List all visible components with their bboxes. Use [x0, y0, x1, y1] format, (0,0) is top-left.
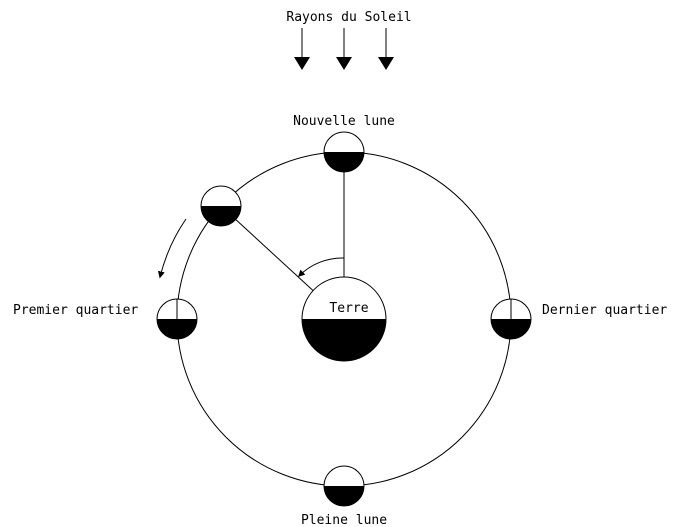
moon-full	[323, 465, 365, 507]
down-arrow-icon	[294, 28, 310, 70]
moon-last-quarter	[490, 298, 532, 340]
angle-arrow-icon	[298, 257, 345, 277]
sun-rays-label: Rayons du Soleil	[286, 10, 411, 25]
moon-first-quarter	[156, 298, 198, 340]
curved-arrow-icon	[157, 218, 187, 279]
down-arrow-icon	[336, 28, 352, 70]
full-moon-label: Pleine lune	[301, 513, 387, 527]
moon-new	[323, 131, 365, 173]
earth-label: Terre	[329, 301, 368, 316]
new-moon-label: Nouvelle lune	[293, 114, 395, 129]
last-quarter-label: Dernier quartier	[542, 303, 667, 318]
first-quarter-label: Premier quartier	[13, 303, 138, 318]
sun-ray-arrows	[294, 28, 394, 70]
moon-waxing-crescent	[200, 185, 242, 227]
earth: Terre	[301, 276, 387, 362]
down-arrow-icon	[378, 28, 394, 70]
